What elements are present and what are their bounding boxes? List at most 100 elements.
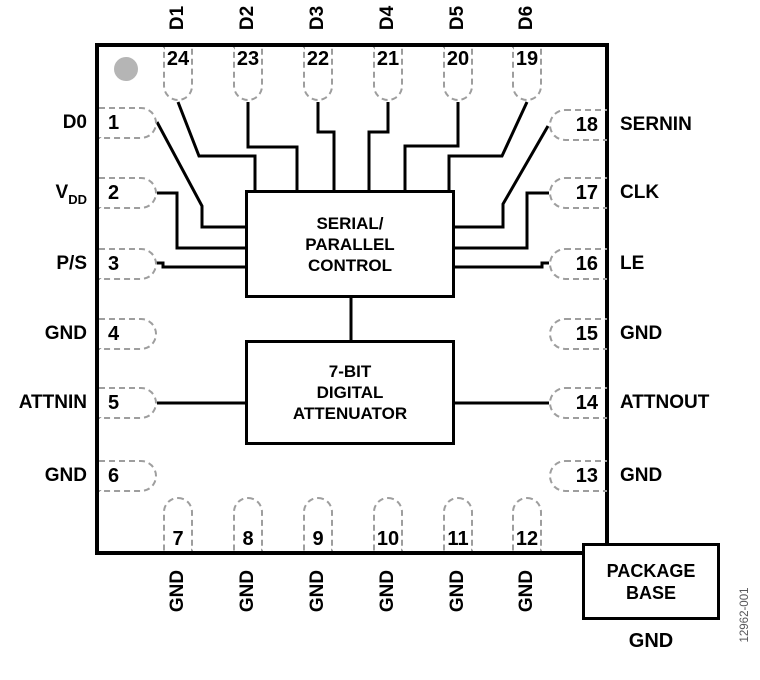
pin-label-gnd13: GND — [620, 465, 663, 486]
pin-number: 5 — [108, 392, 120, 414]
pin-number: 9 — [312, 528, 324, 550]
pin-label-clk: CLK — [620, 182, 660, 203]
wire-d6 — [447, 101, 529, 191]
pin-label-le: LE — [620, 253, 645, 274]
pin-label-d6: D6 — [516, 5, 537, 31]
wire-ps — [156, 261, 246, 269]
pin-label-gnd8: GND — [237, 569, 258, 613]
block-text-line: 7-BIT — [328, 362, 372, 381]
block-text-line: SERIAL/ — [316, 213, 384, 233]
package-base-block: PACKAGE BASE — [582, 543, 720, 620]
pin-label-attnout: ATTNOUT — [620, 392, 710, 413]
pin-pad-14: 14 — [549, 387, 607, 419]
pin-label-d4: D4 — [377, 5, 398, 31]
pin-number: 17 — [575, 182, 598, 204]
pin-pad-6: 6 — [99, 460, 157, 492]
block-text-line: ATTENUATOR — [292, 404, 408, 423]
pin-number: 16 — [575, 253, 598, 275]
pin-pad-3: 3 — [99, 248, 157, 280]
block-text-line: CONTROL — [307, 255, 393, 275]
pin-number: 4 — [108, 323, 120, 345]
pin-number: 24 — [166, 48, 190, 70]
pin-label-gnd15: GND — [620, 323, 663, 344]
pin1-indicator-dot — [114, 57, 138, 81]
pin-pad-12: 12 — [512, 497, 542, 551]
wire-sernin — [454, 125, 550, 229]
pin-label-d1: D1 — [167, 5, 188, 31]
pin-number: 1 — [108, 112, 120, 134]
pin-label-attnin: ATTNIN — [18, 392, 87, 413]
pin-number: 19 — [515, 48, 539, 70]
pin-pad-17: 17 — [549, 177, 607, 209]
digital-attenuator-block: 7-BIT DIGITAL ATTENUATOR — [245, 340, 455, 445]
pin-label-sernin: SERNIN — [620, 114, 692, 135]
pin-number: 18 — [575, 114, 598, 136]
pin-label-gnd10: GND — [377, 569, 398, 613]
pin-label-gnd12: GND — [516, 569, 537, 613]
pin-label-d3: D3 — [307, 5, 328, 31]
serial-parallel-control-block: SERIAL/ PARALLEL CONTROL — [245, 190, 455, 298]
pin-number: 15 — [575, 323, 598, 345]
pin-label-gnd6: GND — [44, 465, 87, 486]
pin-label-gnd9: GND — [307, 569, 328, 613]
pin-label-d2: D2 — [237, 5, 258, 31]
pin-pad-8: 8 — [233, 497, 263, 551]
block-text-line: PACKAGE — [606, 560, 696, 581]
pin-pad-10: 10 — [373, 497, 403, 551]
pin-label-d5: D5 — [447, 5, 468, 31]
pin-pad-20: 20 — [443, 47, 473, 101]
wire-d4 — [367, 102, 390, 191]
pin-number: 14 — [575, 392, 598, 414]
pin-pad-22: 22 — [303, 47, 333, 101]
pin-pad-18: 18 — [549, 109, 607, 141]
pin-number: 12 — [515, 528, 539, 550]
pin-label-gnd4: GND — [44, 323, 87, 344]
pin-pad-15: 15 — [549, 318, 607, 350]
pin-pad-23: 23 — [233, 47, 263, 101]
pin-number: 3 — [108, 253, 120, 275]
pin-number: 2 — [108, 182, 120, 204]
package-base-gnd-label: GND — [628, 630, 674, 652]
pin-pad-13: 13 — [549, 460, 607, 492]
pin-pad-21: 21 — [373, 47, 403, 101]
pin-number: 11 — [447, 528, 469, 550]
pin-pad-4: 4 — [99, 318, 157, 350]
pin-number: 13 — [575, 465, 598, 487]
block-text-line: DIGITAL — [316, 383, 384, 402]
pin-number: 8 — [242, 528, 254, 550]
pin-label-d0: D0 — [62, 112, 87, 133]
pin-pad-7: 7 — [163, 497, 193, 551]
pin-pad-9: 9 — [303, 497, 333, 551]
wire-le — [454, 261, 549, 269]
wire-d2 — [246, 102, 299, 191]
wire-d5 — [403, 102, 460, 191]
pin-pad-19: 19 — [512, 47, 542, 101]
pin-pad-16: 16 — [549, 248, 607, 280]
pin-number: 7 — [172, 528, 184, 550]
pin-number: 21 — [376, 48, 400, 70]
pin-pad-2: 2 — [99, 177, 157, 209]
pin-number: 10 — [376, 528, 400, 550]
pin-label-gnd11: GND — [447, 569, 468, 613]
pin-pad-1: 1 — [99, 107, 157, 139]
figure-number: 12962-001 — [739, 587, 751, 643]
pin-number: 23 — [236, 48, 260, 70]
block-text-line: PARALLEL — [305, 234, 395, 254]
pin-pad-5: 5 — [99, 387, 157, 419]
pin-label-vdd: VDD — [0, 181, 87, 207]
vdd-main: V — [55, 182, 69, 203]
wire-clk — [454, 191, 549, 250]
wire-d0 — [155, 121, 246, 229]
wiring-layer — [155, 101, 550, 405]
pin-label-ps: P/S — [56, 253, 87, 274]
wire-vdd — [157, 191, 246, 250]
pin-number: 6 — [108, 465, 120, 487]
pin-number: 22 — [306, 48, 330, 70]
pin-number: 20 — [446, 48, 470, 70]
wire-d3 — [316, 102, 336, 191]
pin-pad-24: 24 — [163, 47, 193, 101]
pin-label-gnd7: GND — [167, 569, 188, 613]
pin-pad-11: 11 — [443, 497, 473, 551]
vdd-subscript: DD — [68, 191, 87, 207]
wire-d1 — [176, 101, 257, 191]
